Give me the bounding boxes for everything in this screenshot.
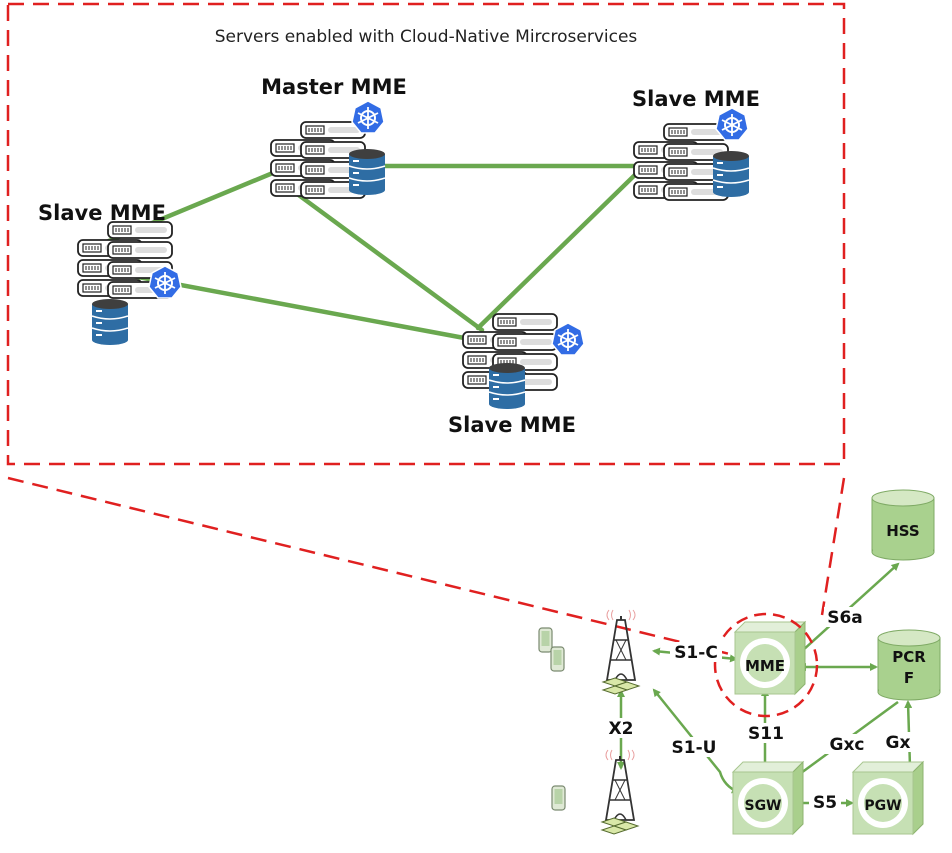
hss-node: HSS bbox=[871, 489, 935, 561]
kubernetes-icon bbox=[715, 107, 749, 141]
slave-mme-left-node: Slave MME bbox=[38, 201, 182, 346]
hss-label: HSS bbox=[886, 522, 920, 540]
pgw-node: PGW bbox=[852, 761, 924, 835]
slave-mme-left-label: Slave MME bbox=[38, 201, 166, 225]
slave-mme-right-node: Slave MME bbox=[632, 87, 760, 200]
sgw-node: SGW bbox=[732, 761, 804, 835]
frame-caption: Servers enabled with Cloud-Native Mircro… bbox=[215, 27, 638, 47]
cloud-native-frame bbox=[6, 2, 846, 466]
master-mme-node: Master MME bbox=[261, 75, 407, 198]
link-master-slave-bottom bbox=[282, 182, 485, 333]
gxc-label: Gxc bbox=[830, 735, 865, 755]
database-icon bbox=[348, 148, 386, 196]
s1u-label: S1-U bbox=[672, 738, 717, 758]
phone-icon-3 bbox=[551, 785, 566, 811]
pcrf-label-line2: F bbox=[904, 669, 914, 687]
s11-label: S11 bbox=[748, 724, 784, 744]
s6a-label: S6a bbox=[827, 608, 863, 628]
slave-mme-bottom-label: Slave MME bbox=[448, 413, 576, 437]
zoom-line-left bbox=[7, 476, 743, 659]
mme-highlight-circle bbox=[713, 612, 819, 718]
slave-mme-right-label: Slave MME bbox=[632, 87, 760, 111]
enodeb-tower-icon-top bbox=[602, 609, 640, 695]
mme-label: MME bbox=[745, 657, 785, 675]
mme-node: MME bbox=[734, 621, 806, 695]
phone-icon-2 bbox=[550, 646, 565, 672]
s5-label: S5 bbox=[813, 793, 837, 813]
zoom-line-right bbox=[820, 477, 846, 616]
pcrf-label-line1: PCR bbox=[892, 648, 926, 666]
gx-label: Gx bbox=[886, 733, 911, 753]
kubernetes-icon bbox=[351, 100, 385, 134]
phone-icon-1 bbox=[538, 627, 553, 653]
master-mme-label: Master MME bbox=[261, 75, 407, 99]
x2-label: X2 bbox=[609, 719, 634, 739]
pcrf-node: PCR F bbox=[877, 629, 941, 701]
slave-mme-bottom-node: Slave MME bbox=[448, 314, 585, 437]
s1c-label: S1-C bbox=[674, 643, 718, 663]
link-slave-right-slave-bottom bbox=[475, 167, 643, 331]
database-icon bbox=[712, 150, 750, 198]
database-icon bbox=[91, 298, 129, 346]
database-icon bbox=[488, 362, 526, 410]
pgw-label: PGW bbox=[864, 798, 901, 814]
sgw-label: SGW bbox=[744, 798, 781, 814]
